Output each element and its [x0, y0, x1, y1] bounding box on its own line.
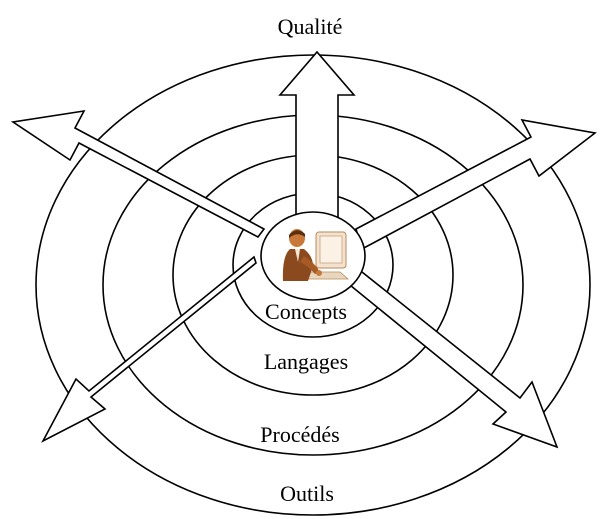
label-outils: Outils: [280, 481, 334, 506]
label-qualite: Qualité: [278, 14, 343, 39]
label-langages: Langages: [264, 349, 348, 374]
center-circle: [261, 212, 365, 300]
label-concepts: Concepts: [265, 299, 347, 324]
label-procedes: Procédés: [260, 422, 339, 447]
